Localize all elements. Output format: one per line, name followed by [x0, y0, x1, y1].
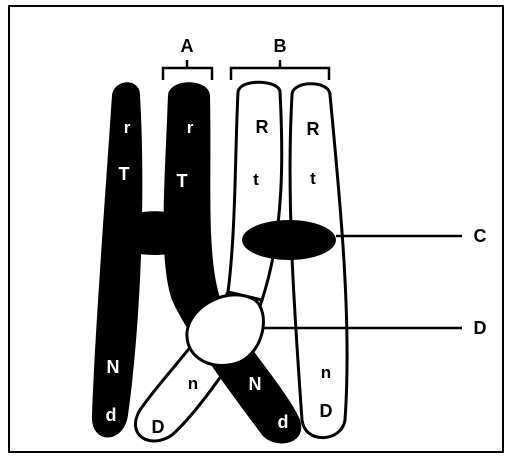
- c2-lower-2: d: [278, 412, 289, 432]
- label-d: D: [474, 318, 487, 338]
- c4-lower-1: n: [321, 363, 331, 382]
- c1-upper-2: T: [119, 164, 130, 184]
- c1-lower-1: N: [107, 357, 120, 377]
- c4-upper-1: R: [307, 119, 320, 139]
- c1-lower-2: d: [106, 405, 117, 425]
- c4-lower-2: D: [320, 401, 333, 421]
- label-a: A: [181, 36, 194, 56]
- centromere-c: [242, 220, 336, 260]
- c4-upper-2: t: [310, 169, 316, 188]
- c3-upper-1: R: [256, 117, 269, 137]
- c2-upper-1: r: [187, 118, 194, 137]
- c3-lower-1: n: [188, 374, 198, 393]
- c3-lower-2: D: [152, 417, 165, 437]
- c1-upper-1: r: [124, 118, 131, 137]
- c3-upper-2: t: [253, 170, 259, 189]
- c2-upper-2: T: [177, 171, 188, 191]
- label-b: B: [274, 36, 287, 56]
- c2-lower-1: N: [249, 374, 262, 394]
- label-c: C: [474, 226, 487, 246]
